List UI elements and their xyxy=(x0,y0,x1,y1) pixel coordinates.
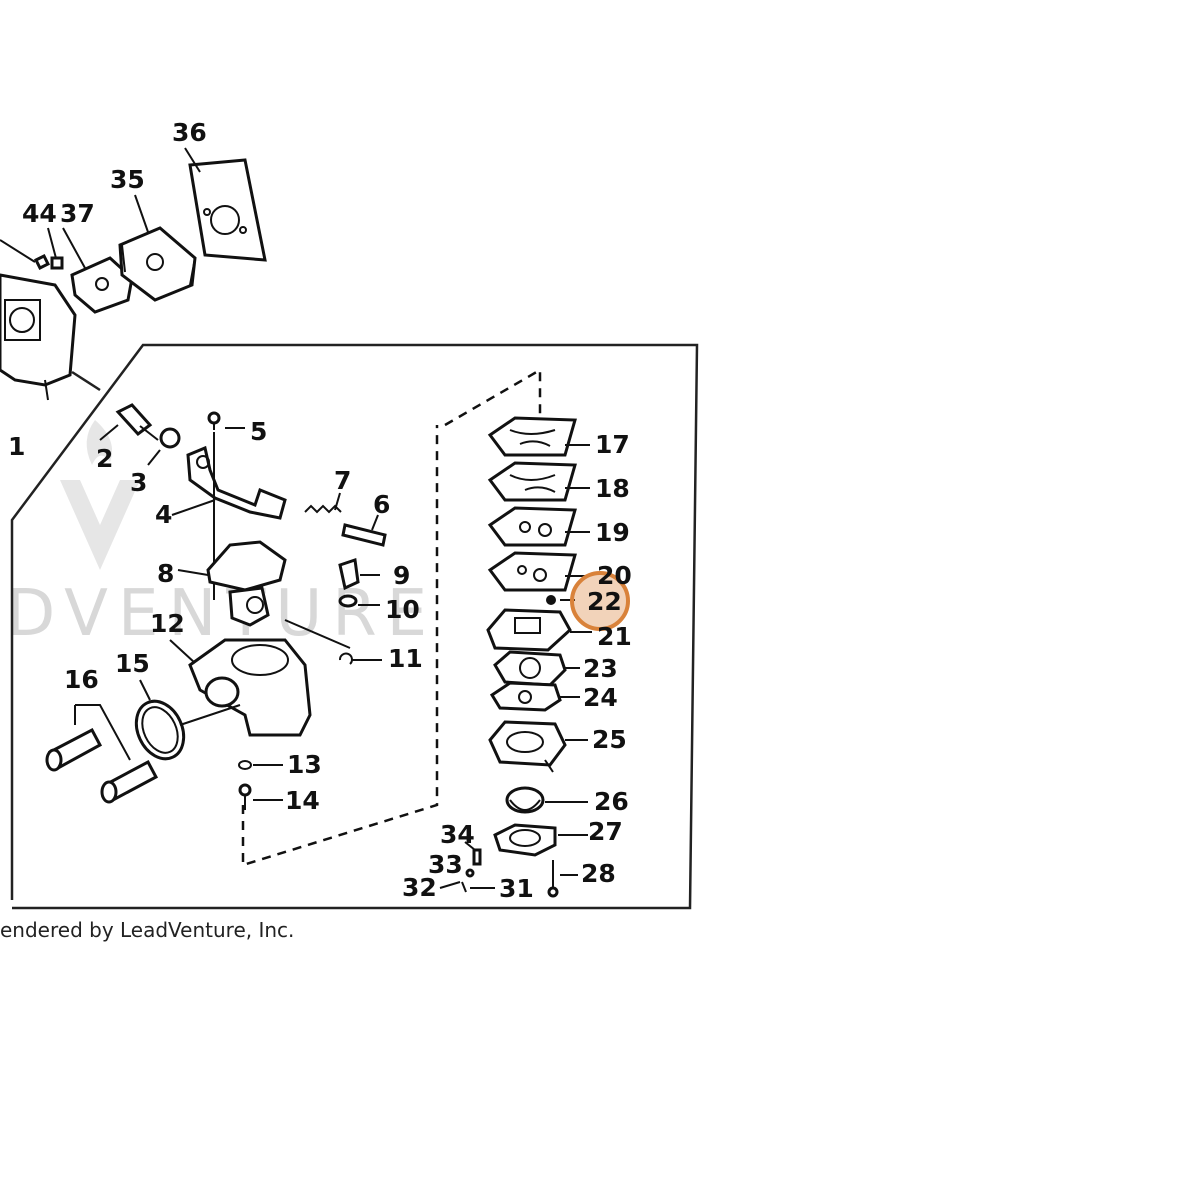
part-label-33[interactable]: 33 xyxy=(428,850,463,879)
part-labels: 1 2 3 4 5 6 7 8 9 10 11 12 13 14 15 16 1… xyxy=(8,118,632,903)
carburetor-body-part xyxy=(0,273,77,401)
inner-dashed-frame-left xyxy=(241,425,439,867)
part-label-16[interactable]: 16 xyxy=(64,665,99,694)
part-label-4[interactable]: 4 xyxy=(155,500,172,529)
part-label-23[interactable]: 23 xyxy=(583,654,618,683)
part-label-7[interactable]: 7 xyxy=(334,466,351,495)
left-frame xyxy=(10,343,699,910)
right-stack-components xyxy=(439,416,592,898)
part-label-44[interactable]: 44 xyxy=(22,199,57,228)
watermark: DVENTURE xyxy=(6,420,437,651)
inner-dashed-frame-right xyxy=(444,367,542,427)
watermark-logo-icon xyxy=(60,480,140,570)
part-label-31[interactable]: 31 xyxy=(499,874,534,903)
part-label-8[interactable]: 8 xyxy=(157,559,174,588)
watermark-flame-icon xyxy=(86,420,113,465)
part-label-5[interactable]: 5 xyxy=(250,417,267,446)
part-label-34[interactable]: 34 xyxy=(440,820,475,849)
part-label-22[interactable]: 22 xyxy=(587,587,622,616)
part-label-27[interactable]: 27 xyxy=(588,817,623,846)
diagram-frames xyxy=(10,343,699,910)
watermark-text: DVENTURE xyxy=(6,577,437,651)
part-label-6[interactable]: 6 xyxy=(373,490,390,519)
part-label-9[interactable]: 9 xyxy=(393,561,410,590)
part-label-11[interactable]: 11 xyxy=(388,644,423,673)
part-label-15[interactable]: 15 xyxy=(115,649,150,678)
part-label-13[interactable]: 13 xyxy=(287,750,322,779)
part-label-36[interactable]: 36 xyxy=(172,118,207,147)
part-label-2[interactable]: 2 xyxy=(96,444,113,473)
part-label-37[interactable]: 37 xyxy=(60,199,95,228)
part-label-18[interactable]: 18 xyxy=(595,474,630,503)
part-label-17[interactable]: 17 xyxy=(595,430,630,459)
part-label-20[interactable]: 20 xyxy=(597,561,632,590)
part-label-3[interactable]: 3 xyxy=(130,468,147,497)
part-label-35[interactable]: 35 xyxy=(110,165,145,194)
part-label-25[interactable]: 25 xyxy=(592,725,627,754)
part-label-1[interactable]: 1 xyxy=(8,432,25,461)
part-label-19[interactable]: 19 xyxy=(595,518,630,547)
highlight-ring xyxy=(570,571,630,631)
part-label-10[interactable]: 10 xyxy=(385,595,420,624)
part-label-32[interactable]: 32 xyxy=(402,873,437,902)
part-label-14[interactable]: 14 xyxy=(285,786,320,815)
exterior-parts xyxy=(0,147,267,401)
part-label-28[interactable]: 28 xyxy=(581,859,616,888)
part-label-24[interactable]: 24 xyxy=(583,683,618,712)
left-components xyxy=(45,403,387,810)
credit-text: endered by LeadVenture, Inc. xyxy=(0,918,294,942)
part-label-21[interactable]: 21 xyxy=(597,622,632,651)
part-label-26[interactable]: 26 xyxy=(594,787,629,816)
part-label-12[interactable]: 12 xyxy=(150,609,185,638)
